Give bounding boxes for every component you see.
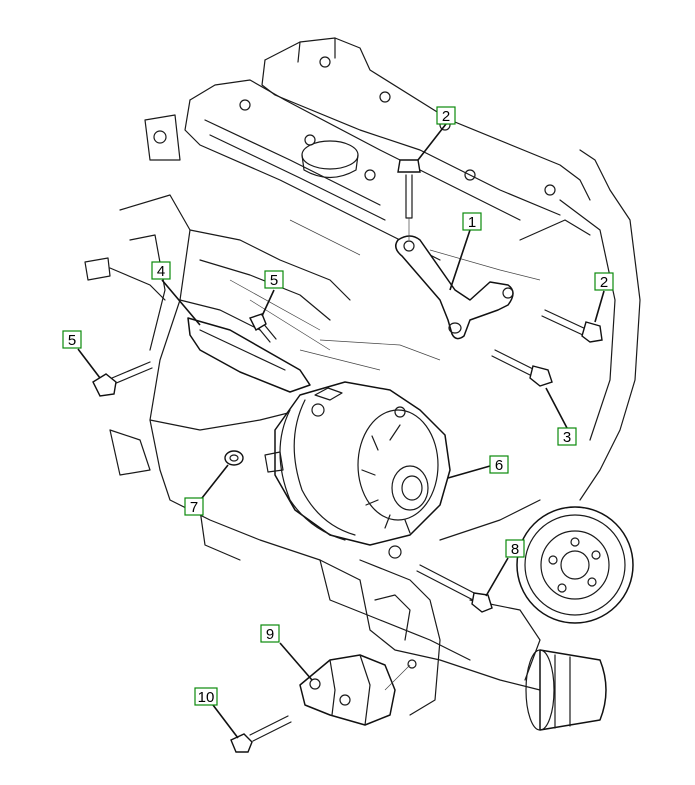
callout-7: 7 — [184, 497, 204, 516]
svg-text:1: 1 — [468, 214, 476, 231]
callout-5-left: 5 — [62, 330, 82, 349]
callout-2-top: 2 — [436, 106, 456, 125]
svg-text:5: 5 — [270, 272, 278, 289]
bolt-5-upper — [249, 313, 277, 343]
bolt-2-vertical — [397, 159, 421, 240]
callout-2-right: 2 — [594, 272, 614, 291]
bolt-10 — [230, 715, 292, 753]
callout-1: 1 — [462, 212, 482, 231]
callout-9: 9 — [260, 624, 280, 643]
bolt-2-right — [541, 309, 603, 343]
crankshaft-pulley — [516, 506, 634, 624]
svg-text:3: 3 — [563, 429, 571, 446]
alternator-mount-block — [299, 654, 417, 726]
alternator — [264, 381, 451, 559]
callout-3: 3 — [557, 427, 577, 446]
nut-7 — [224, 450, 244, 466]
heat-shield-bracket — [187, 317, 311, 393]
svg-text:7: 7 — [190, 499, 198, 516]
bolt-5-left — [92, 361, 153, 397]
svg-text:9: 9 — [266, 626, 274, 643]
oil-filter — [525, 649, 607, 731]
bolt-3 — [491, 349, 553, 387]
svg-text:4: 4 — [157, 263, 165, 280]
callout-10: 10 — [194, 687, 218, 706]
callout-6: 6 — [489, 455, 509, 474]
svg-text:5: 5 — [68, 332, 76, 349]
callout-8: 8 — [505, 539, 525, 558]
alternator-upper-bracket — [395, 235, 514, 340]
bolt-8 — [416, 564, 493, 613]
engine-block — [84, 37, 641, 716]
svg-text:2: 2 — [442, 108, 450, 125]
svg-text:10: 10 — [198, 689, 215, 706]
callout-4: 4 — [151, 261, 171, 280]
svg-text:8: 8 — [511, 541, 519, 558]
svg-text:6: 6 — [495, 457, 503, 474]
callout-5-upper: 5 — [264, 270, 284, 289]
svg-text:2: 2 — [600, 274, 608, 291]
leader-lines — [77, 123, 605, 739]
